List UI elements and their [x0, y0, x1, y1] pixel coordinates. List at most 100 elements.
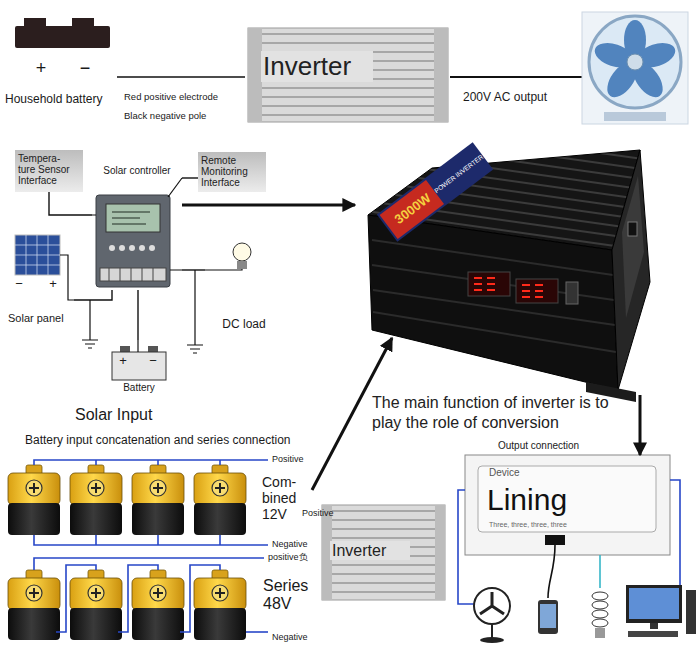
- solar-controller-picture-part: [106, 204, 160, 232]
- node-text: Device: [489, 467, 579, 479]
- battery-picture-part: [120, 346, 130, 352]
- appliance-icons-part: [629, 588, 679, 619]
- node-text: −: [73, 58, 97, 80]
- device-wiring-part: [599, 555, 601, 588]
- annotation-label: Com- bined 12V: [262, 474, 308, 522]
- appliance-icons-part: [595, 628, 605, 638]
- fan-picture-part: [582, 12, 688, 124]
- controller-box: Solar controller: [92, 165, 182, 290]
- household-battery-icon: [15, 18, 110, 48]
- wire-line: [74, 290, 112, 300]
- battery-cells: [8, 465, 246, 640]
- solar-panel-picture-part: [15, 235, 60, 275]
- solar-panel-picture-part: [60, 255, 74, 300]
- annotation-label: Solar Input: [75, 405, 185, 424]
- power-inverter-picture-part: [377, 142, 493, 241]
- node-text: +: [46, 276, 60, 292]
- solar-controller-picture-part: [109, 268, 153, 281]
- node-text: POWER INVERTER: [433, 153, 486, 196]
- appliance-icons-part: [592, 619, 608, 627]
- battery-picture-part: [148, 346, 158, 352]
- inverter-box: Inverter: [320, 505, 445, 600]
- ground-symbols-part: [82, 300, 98, 348]
- output-wire: [450, 77, 582, 78]
- solar-controller-picture-part: [129, 245, 135, 251]
- battery-wiring-part: [34, 460, 268, 465]
- power-inverter-picture: [312, 142, 650, 490]
- solar-controller-picture-part: [168, 178, 182, 197]
- power-inverter-picture-part: [368, 215, 618, 390]
- solar-controller-picture-part: [139, 245, 145, 251]
- annotation-label: Battery input concatenation and series c…: [25, 433, 335, 447]
- appliance-icons: [474, 585, 696, 643]
- appliance-icons-part: [650, 623, 658, 629]
- battery-cells-part: [70, 570, 122, 640]
- battery-wiring-part: [34, 535, 268, 545]
- annotation-label: Positive: [302, 508, 342, 519]
- household-battery-icon-part: [15, 26, 110, 48]
- node-text: +: [116, 353, 130, 369]
- wire-line: [137, 290, 138, 340]
- solar-controller-picture-part: [109, 245, 115, 251]
- appliance-icons-part: [474, 588, 510, 624]
- node-text: Inverter: [261, 51, 373, 82]
- solar-controller-picture-part: [92, 215, 182, 270]
- appliance-icons-part: [480, 637, 504, 643]
- solar-controller-picture-part: [149, 245, 155, 251]
- ground-symbols-part: [187, 270, 203, 353]
- solar-controller-picture-part: [119, 245, 125, 251]
- bulb-picture: [205, 243, 251, 270]
- node-text: Inverter: [330, 541, 410, 560]
- appliance-icons-part: [491, 624, 493, 638]
- fan-picture-part: [589, 16, 681, 108]
- wire-line: [182, 269, 205, 270]
- annotation-label: Output connection: [498, 440, 618, 452]
- device-box: DeviceLiningThree, three, three, three: [465, 455, 670, 555]
- battery-wiring: [34, 460, 268, 632]
- battery-cells-part: [70, 465, 122, 535]
- node-text: Solar panel: [8, 312, 74, 325]
- power-inverter-picture-part: [566, 282, 578, 304]
- annotation-label: Black negative pole: [124, 110, 245, 121]
- solar-panel-node: −+Solar panel: [8, 228, 74, 329]
- battery-node: +−Household battery: [5, 12, 117, 110]
- output-wire-part: [450, 76, 582, 78]
- appliance-icons-part: [626, 585, 682, 623]
- node-text: −: [146, 353, 160, 369]
- battery-cells-part: [8, 465, 60, 535]
- node-text: Tempera- ture Sensor Interface: [18, 153, 80, 186]
- interface-box: Tempera- ture Sensor Interface: [15, 150, 83, 192]
- power-inverter-picture-part: [622, 176, 644, 318]
- device-wiring-part: [458, 490, 474, 604]
- appliance-icons-part: [686, 590, 696, 634]
- small-inverter-picture-part: [322, 505, 445, 600]
- wire-line: [182, 177, 198, 178]
- node-text: Lining: [487, 482, 637, 518]
- battery-cells-part: [132, 570, 184, 640]
- inverter-picture-part: [434, 28, 448, 122]
- wire-line: [117, 76, 245, 77]
- appliance-icons-part: [538, 600, 558, 634]
- wire-line: [49, 192, 92, 215]
- solar-panel-picture: [15, 235, 74, 300]
- power-inverter-picture-part: [372, 240, 616, 352]
- power-inverter-picture-part: [612, 150, 650, 390]
- annotation-label: Series 48V: [263, 577, 319, 614]
- bulb-picture-part: [237, 261, 247, 269]
- annotation-label: Negative: [272, 632, 317, 643]
- node-text: 3000W: [385, 185, 441, 233]
- inverter-picture: [248, 28, 448, 122]
- device-picture-part: [465, 455, 670, 555]
- fan-picture-part: [592, 20, 679, 102]
- appliance-icons-part: [540, 604, 556, 628]
- power-inverter-picture-part-part: [377, 142, 493, 241]
- inverter-box: Inverter: [245, 25, 450, 125]
- device-picture-part: [545, 535, 565, 545]
- bulb-picture-part: [233, 243, 251, 261]
- flow-arrow: [639, 395, 642, 455]
- node-text: Three, three, three, three: [489, 521, 649, 529]
- solar-controller-picture-part: [100, 268, 166, 281]
- appliance-icons-part: [592, 610, 608, 618]
- battery-cells-part: [194, 465, 246, 535]
